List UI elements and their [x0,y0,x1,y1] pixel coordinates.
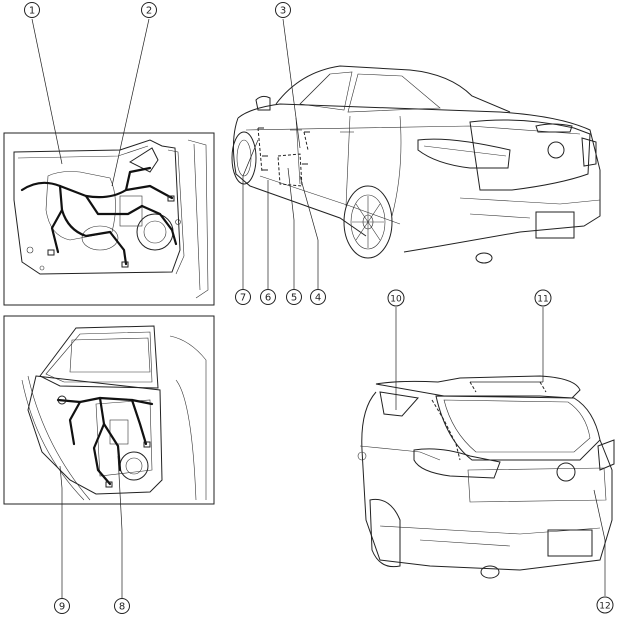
callout-8: 8 [114,598,130,614]
callout-2: 2 [141,2,157,18]
sedan-illustration [231,65,601,264]
svg-text:7: 7 [240,293,246,304]
callout-markers: 1 2 3 4 5 6 7 8 [24,2,614,614]
callout-7: 7 [235,289,251,305]
svg-text:8: 8 [119,602,125,613]
front-door-inset [3,132,215,306]
svg-text:2: 2 [146,6,152,17]
callout-3: 3 [275,2,291,18]
svg-text:9: 9 [59,602,65,613]
callout-12: 12 [596,596,614,614]
hatchback-illustration [357,375,615,579]
callout-10: 10 [387,289,405,307]
callout-6: 6 [260,289,276,305]
svg-text:11: 11 [537,295,548,305]
svg-text:1: 1 [29,6,35,17]
callout-4: 4 [310,289,326,305]
svg-text:10: 10 [390,295,402,305]
svg-text:5: 5 [291,293,297,304]
leader-lines [31,18,606,598]
svg-text:4: 4 [315,293,321,304]
rear-door-inset [3,315,215,505]
callout-11: 11 [534,289,552,307]
svg-text:6: 6 [265,293,271,304]
svg-text:3: 3 [280,6,286,17]
callout-9: 9 [54,598,70,614]
callout-5: 5 [286,289,302,305]
callout-1: 1 [24,2,40,18]
svg-text:12: 12 [599,602,610,612]
